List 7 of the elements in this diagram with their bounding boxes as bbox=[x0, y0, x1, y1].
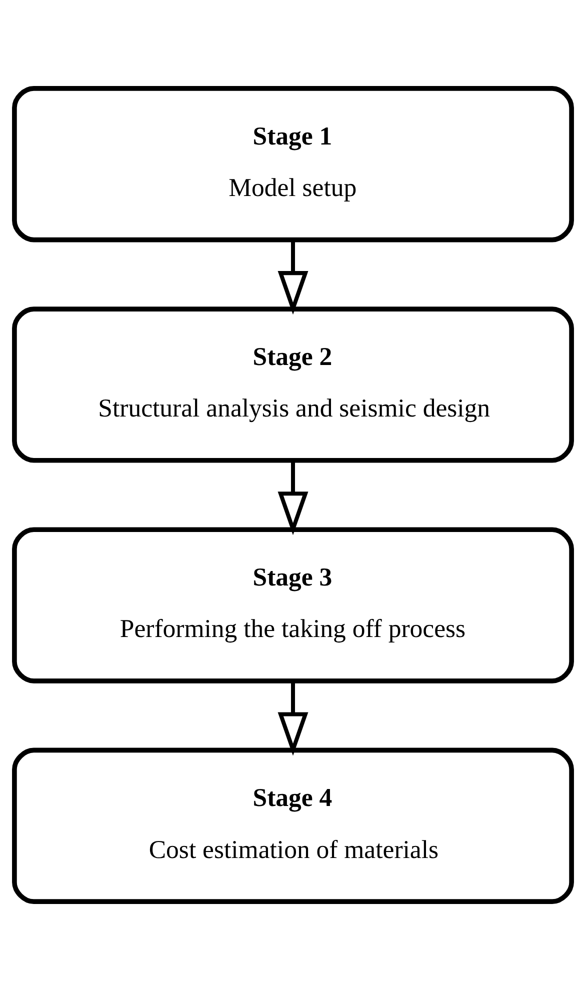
node-box: Stage 1 Model setup bbox=[12, 86, 574, 242]
arrow bbox=[278, 681, 308, 756]
arrow bbox=[278, 460, 308, 536]
node-box: Stage 2 Structural analysis and seismic design bbox=[12, 306, 574, 463]
node-box: Stage 4 Cost estimation of materials bbox=[12, 748, 574, 904]
node-box: Stage 3 Performing the taking off process bbox=[12, 527, 574, 684]
arrow bbox=[278, 240, 308, 315]
